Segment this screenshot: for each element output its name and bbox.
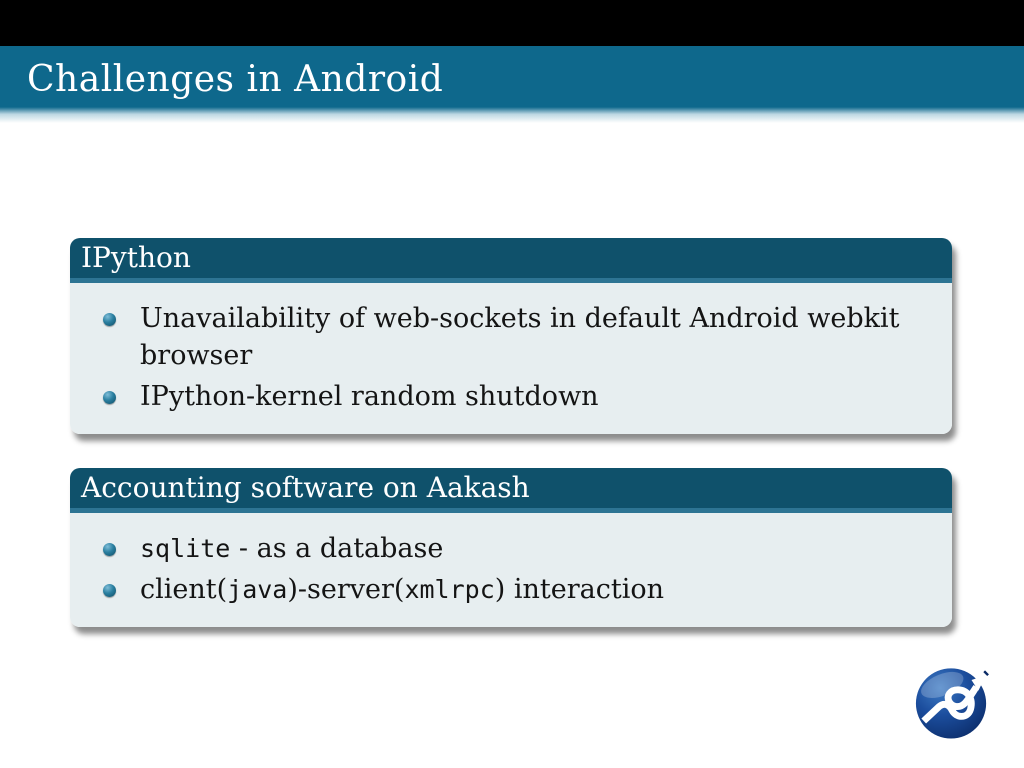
- list-item: client(java)-server(xmlrpc) interaction: [103, 571, 928, 608]
- list-item: IPython-kernel random shutdown: [103, 378, 928, 415]
- code-text-segment: xmlrpc: [404, 575, 495, 605]
- list-item-text: Unavailability of web-sockets in default…: [140, 300, 928, 375]
- text-segment: Unavailability of web-sockets in default…: [140, 302, 900, 371]
- text-segment: ) interaction: [494, 574, 664, 606]
- top-black-bar: [0, 0, 1024, 46]
- title-bar-fade: [0, 107, 1024, 123]
- list-item-text: sqlite - as a database: [140, 530, 928, 567]
- block-body: Unavailability of web-sockets in default…: [70, 282, 952, 435]
- block-title: Accounting software on Aakash: [70, 468, 952, 513]
- bullet-ball-icon: [103, 391, 116, 405]
- block-title: IPython: [70, 238, 952, 283]
- list-item: Unavailability of web-sockets in default…: [103, 300, 928, 375]
- code-text-segment: sqlite: [140, 533, 231, 563]
- frame-title-bar: Challenges in Android: [0, 46, 1024, 107]
- block: Accounting software on Aakash sqlite - as…: [70, 468, 952, 628]
- text-segment: - as a database: [230, 532, 444, 564]
- bullet-ball-icon: [103, 584, 116, 598]
- list-item-text: client(java)-server(xmlrpc) interaction: [140, 571, 928, 608]
- text-segment: client(: [140, 574, 228, 606]
- bullet-ball-icon: [103, 312, 116, 326]
- list-item: sqlite - as a database: [103, 530, 928, 567]
- text-segment: IPython-kernel random shutdown: [140, 381, 599, 413]
- bullet-ball-icon: [103, 542, 116, 556]
- page-title: Challenges in Android: [27, 59, 444, 100]
- scipy-logo-icon: [915, 668, 989, 739]
- list-item-text: IPython-kernel random shutdown: [140, 378, 928, 415]
- text-segment: )-server(: [287, 574, 405, 606]
- code-text-segment: java: [227, 575, 288, 605]
